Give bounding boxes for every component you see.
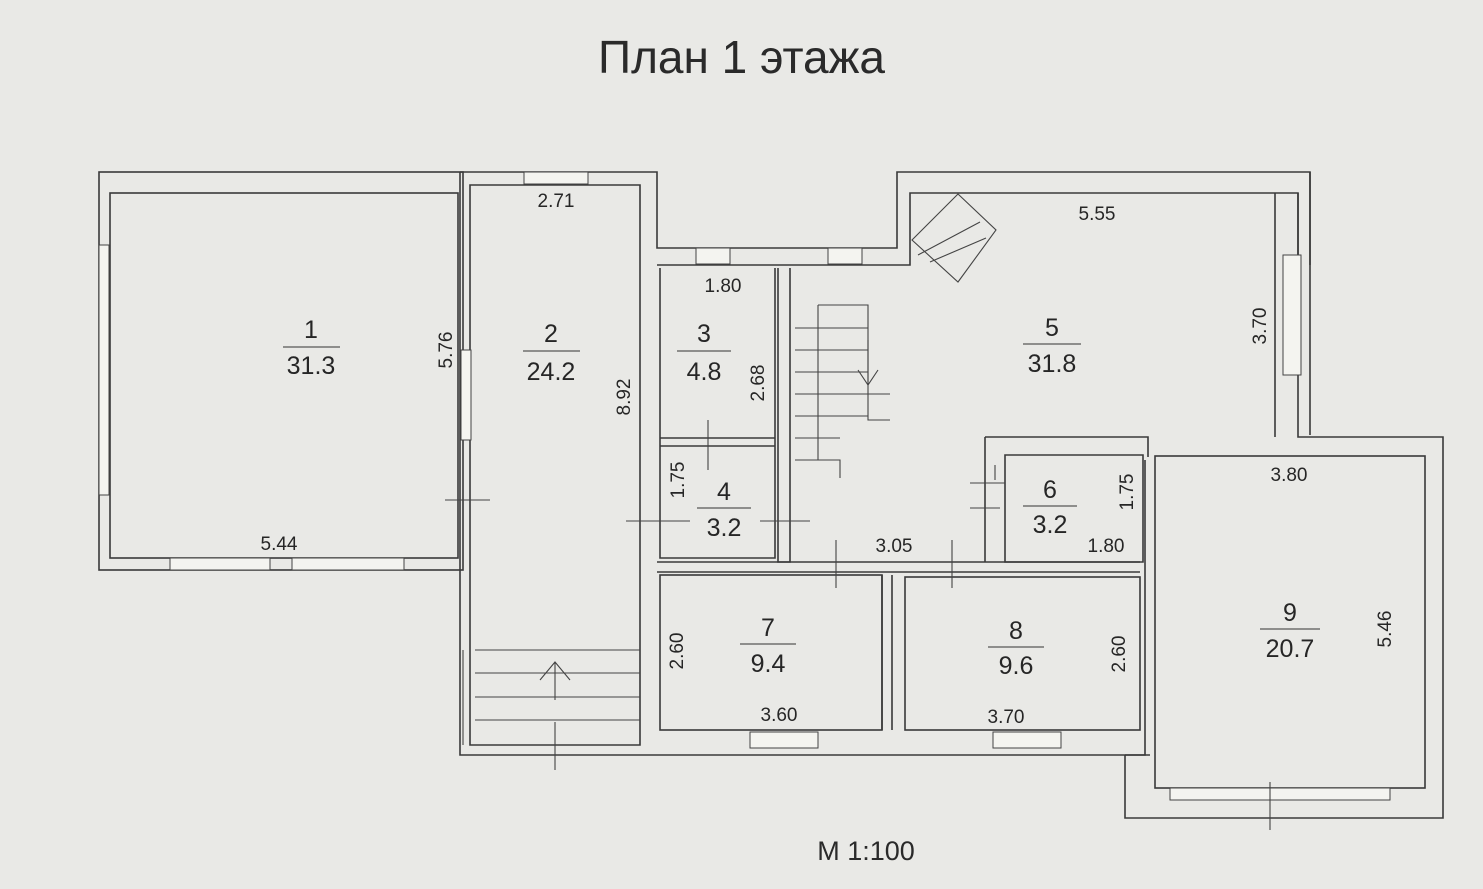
dim-room-9-height: 5.46 [1375, 611, 1396, 648]
window-room-5-right [1282, 254, 1302, 376]
wall-room-6-top [985, 436, 1149, 457]
room-5-area: 31.8 [1028, 350, 1077, 378]
room-8-area: 9.6 [999, 652, 1034, 680]
dim-room-3-width: 1.80 [705, 276, 742, 297]
room-1-label: 1 31.3 [283, 316, 340, 380]
window-room-1-bottom-a [169, 557, 271, 571]
dim-room-2-width: 2.71 [538, 191, 575, 212]
room-3-label: 3 4.8 [677, 320, 731, 386]
room-3-number: 3 [697, 320, 711, 348]
wall-room-6-inner [1004, 454, 1144, 563]
room-8-label: 8 9.6 [988, 617, 1044, 680]
dim-room-9-width: 3.80 [1271, 465, 1308, 486]
room-4-area: 3.2 [707, 514, 742, 542]
room-3-area: 4.8 [687, 358, 722, 386]
room-2-number: 2 [544, 320, 558, 348]
room-8-number: 8 [1009, 617, 1023, 645]
room-5-number: 5 [1045, 314, 1059, 342]
dim-room-2-height: 8.92 [614, 379, 635, 416]
room-7-label: 7 9.4 [740, 614, 796, 678]
wall-room-8-inner [904, 576, 1141, 731]
room-9-number: 9 [1283, 599, 1297, 627]
dim-room-7-width: 3.60 [761, 705, 798, 726]
wall-room-2-outer [459, 172, 645, 756]
wall-room-2-inner [469, 184, 641, 746]
wall-room-3-4 [659, 268, 776, 559]
walls [98, 171, 1444, 819]
window-room-9-bottom [1169, 787, 1391, 801]
wall-room-5-right [1124, 193, 1444, 819]
dim-room-4-height: 1.75 [668, 462, 689, 499]
room-4-label: 4 3.2 [697, 478, 751, 542]
dim-room-7-height: 2.60 [667, 633, 688, 670]
dim-hall-width: 3.05 [876, 536, 913, 557]
window-stair-top [827, 247, 863, 265]
room-9-label: 9 20.7 [1260, 599, 1320, 663]
dim-room-1-width: 5.44 [261, 534, 298, 555]
dimension-labels: 5.44 5.76 2.71 8.92 1.80 2.68 1.75 5.55 … [261, 191, 1396, 728]
dim-room-8-height: 2.60 [1109, 636, 1130, 673]
window-room-1-bottom-b [291, 557, 405, 571]
dim-room-3-height: 2.68 [748, 365, 769, 402]
room-7-area: 9.4 [751, 650, 786, 678]
room-2-area: 24.2 [527, 358, 576, 386]
fireplace-icon [911, 193, 997, 283]
stair-outline [817, 304, 890, 478]
room-1-area: 31.3 [287, 352, 336, 380]
room-1-number: 1 [304, 316, 318, 344]
windows [98, 171, 1391, 801]
scale-label: М 1:100 [817, 836, 915, 866]
dim-room-5-height: 3.70 [1250, 308, 1271, 345]
window-room-7-bottom [749, 731, 819, 749]
room-6-number: 6 [1043, 476, 1057, 504]
window-room-1-left [98, 244, 110, 496]
dim-room-1-height: 5.76 [436, 332, 457, 369]
stair-treads [795, 327, 890, 461]
entry-stair-treads [475, 649, 640, 721]
wall-room-1-inner [109, 192, 459, 559]
wall-room-7-8-divider [881, 575, 893, 730]
window-room-2-left [460, 349, 472, 441]
wall-top-outline [460, 171, 1311, 265]
room-7-number: 7 [761, 614, 775, 642]
dim-room-6-width: 1.80 [1088, 536, 1125, 557]
entry-stair-arrow-up-icon [539, 661, 571, 700]
page-title: План 1 этажа [598, 31, 885, 83]
door-markers [445, 420, 1271, 830]
dim-room-5-width: 5.55 [1079, 204, 1116, 225]
room-2-label: 2 24.2 [523, 320, 580, 386]
window-room-8-bottom [992, 731, 1062, 749]
window-room-3-top [695, 247, 731, 265]
room-9-area: 20.7 [1266, 635, 1315, 663]
window-room-2-top [523, 171, 589, 185]
room-6-label: 6 3.2 [1023, 476, 1077, 539]
wall-room-1-outer [98, 171, 464, 571]
room-5-label: 5 31.8 [1023, 314, 1081, 378]
room-6-area: 3.2 [1033, 511, 1068, 539]
stair-arrow-down-icon [857, 340, 879, 386]
room-4-number: 4 [717, 478, 731, 506]
wall-room-5-top [657, 192, 1299, 266]
staircase [475, 304, 890, 721]
dim-room-8-width: 3.70 [988, 707, 1025, 728]
dim-room-6-height: 1.75 [1117, 474, 1138, 511]
wall-stair-side [777, 268, 791, 563]
